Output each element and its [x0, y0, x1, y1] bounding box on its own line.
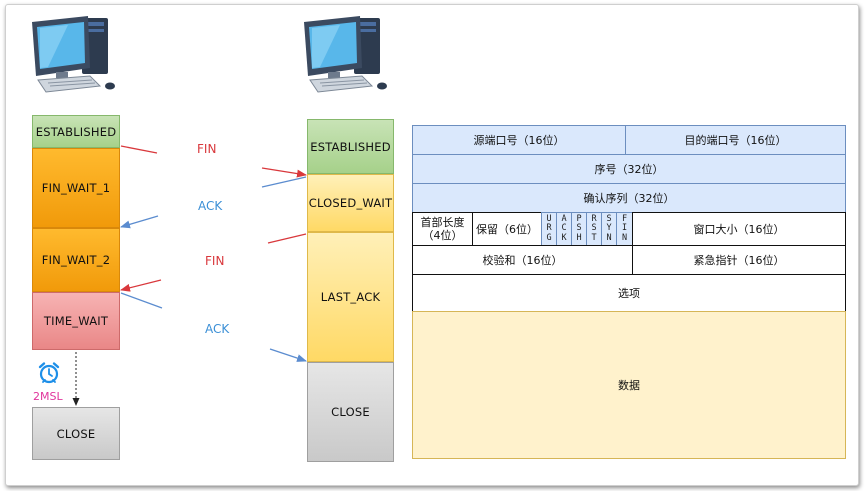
left-state-fin-wait-2: FIN_WAIT_2 [32, 228, 120, 292]
field-label: 首部长度 （4位） [420, 216, 465, 242]
state-label: CLOSE [331, 405, 370, 419]
field-label: 选项 [618, 287, 640, 300]
flag-letter: P [576, 213, 582, 224]
alarm-clock-icon [38, 362, 60, 384]
flag-letter: S [591, 223, 597, 234]
fin-arrow-2-start [267, 233, 307, 244]
reserved-field: 保留（6位） [472, 212, 542, 246]
field-label: 序号（32位） [594, 163, 664, 176]
flag-letter: K [561, 232, 567, 243]
ack-arrow-1-end [120, 215, 159, 229]
right-state-established: ESTABLISHED [307, 119, 394, 174]
field-label: 窗口大小（16位） [693, 223, 785, 236]
flag-letter: S [606, 213, 612, 224]
fin-label-1: FIN [197, 142, 217, 156]
state-label: FIN_WAIT_1 [41, 181, 111, 195]
flag-letter: I [621, 223, 628, 234]
header-length-field: 首部长度 （4位） [412, 212, 473, 246]
state-label: CLOSE [56, 426, 96, 441]
state-label: ESTABLISHED [310, 139, 391, 154]
state-label: LAST_ACK [320, 290, 381, 304]
left-state-time-wait: TIME_WAIT [32, 292, 120, 350]
flag-letter: S [576, 223, 582, 234]
field-label: 目的端口号（16位） [684, 134, 787, 147]
left-state-established: ESTABLISHED [32, 115, 120, 148]
ack-seq-field: 确认序列（32位） [412, 183, 846, 213]
flag-letter: R [591, 213, 597, 224]
data-field: 数据 [412, 311, 846, 459]
flag-letter: T [591, 232, 597, 243]
flag-letter: Y [606, 223, 612, 234]
field-label: 紧急指针（16位） [693, 254, 785, 267]
field-label: 校验和（16位） [482, 254, 563, 267]
dst-port-field: 目的端口号（16位） [625, 125, 846, 155]
fin-arrow-2-end [120, 279, 162, 292]
field-label: 源端口号（16位） [473, 134, 565, 147]
ack-arrow-2-end [269, 348, 307, 362]
seq-field: 序号（32位） [412, 154, 846, 184]
field-label: 确认序列（32位） [583, 192, 675, 205]
flag-letter: F [621, 213, 628, 224]
flag-letter: A [561, 213, 567, 224]
urgent-pointer-field: 紧急指针（16位） [632, 245, 846, 275]
flag-letter: C [561, 223, 567, 234]
computer-icon [32, 16, 115, 93]
state-label: FIN_WAIT_2 [41, 253, 111, 267]
flag-letter: R [546, 223, 552, 234]
field-label: 保留（6位） [476, 223, 538, 236]
options-field: 选项 [412, 274, 846, 312]
src-port-field: 源端口号（16位） [412, 125, 626, 155]
right-state-closed-wait: CLOSED_WAIT [307, 174, 394, 232]
right-state-close: CLOSE [307, 362, 394, 462]
checksum-field: 校验和（16位） [412, 245, 633, 275]
flag-letter: H [576, 232, 582, 243]
fin-label-2: FIN [205, 254, 225, 268]
state-label: ESTABLISHED [35, 124, 117, 139]
fin-arrow-1-end [261, 167, 307, 178]
flag-letter: N [621, 232, 628, 243]
left-state-fin-wait-1: FIN_WAIT_1 [32, 148, 120, 228]
ack-arrow-1-start [261, 176, 307, 188]
flag-letter: N [606, 232, 612, 243]
left-state-close: CLOSE [32, 407, 120, 460]
state-label: CLOSED_WAIT [308, 196, 393, 210]
state-label: TIME_WAIT [43, 314, 109, 328]
ack-arrow-2-start [120, 292, 163, 309]
computer-icon [304, 16, 387, 93]
timer-label: 2MSL [33, 390, 63, 403]
field-label: 数据 [618, 379, 640, 392]
flag-letter: G [546, 232, 552, 243]
right-state-last-ack: LAST_ACK [307, 232, 394, 362]
window-size-field: 窗口大小（16位） [632, 212, 846, 246]
ack-label-2: ACK [205, 322, 230, 336]
flag-letter: U [546, 213, 552, 224]
ack-label-1: ACK [198, 199, 223, 213]
fin-arrow-1-start [120, 145, 158, 154]
